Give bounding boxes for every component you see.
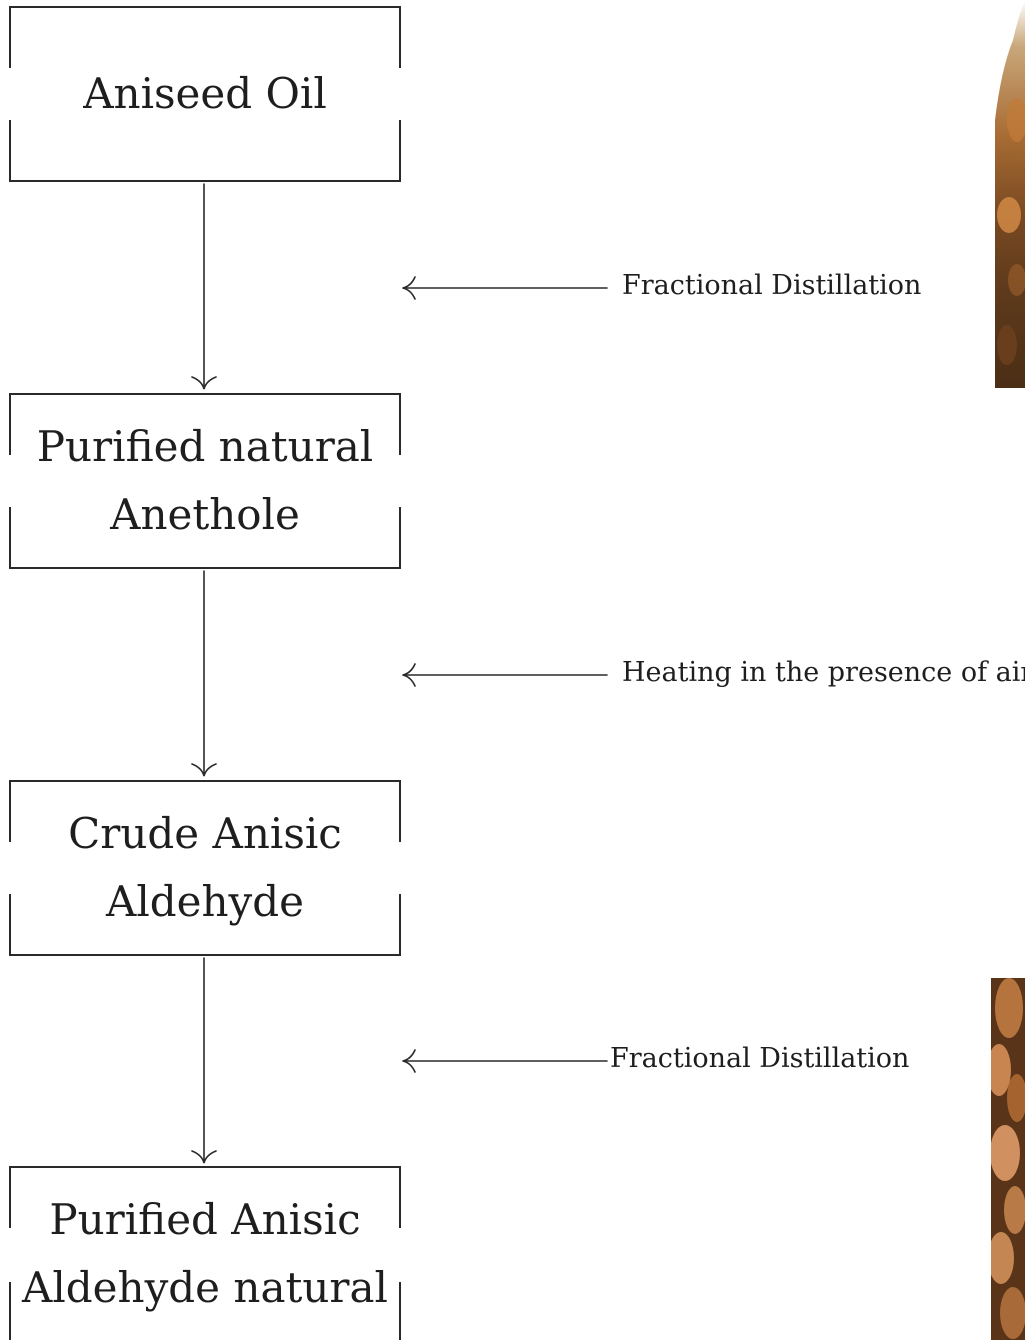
- box-label: Purified Anisic Aldehyde natural: [22, 1195, 388, 1312]
- left-arrow-1: [402, 276, 608, 300]
- box-border-top: [9, 393, 401, 455]
- box-aniseed-oil: Aniseed Oil: [9, 6, 401, 182]
- box-label: Crude Anisic Aldehyde: [68, 809, 342, 926]
- box-border-bottom: [9, 120, 401, 182]
- down-arrow-3: [191, 957, 217, 1164]
- down-arrow-2: [191, 570, 217, 777]
- box-crude-anisic-aldehyde: Crude Anisic Aldehyde: [9, 780, 401, 956]
- down-arrow-1: [191, 183, 217, 390]
- box-border-bottom: [9, 1282, 401, 1340]
- left-arrow-2: [402, 663, 608, 687]
- step-label-heating: Heating in the presence of air: [622, 657, 1025, 688]
- photo-bottom-right: [991, 978, 1025, 1340]
- box-border-bottom: [9, 894, 401, 956]
- step-label-fractional-distillation-2: Fractional Distillation: [610, 1043, 910, 1074]
- box-border-top: [9, 780, 401, 842]
- photo-top-right: [995, 0, 1025, 388]
- box-purified-anethole: Purified natural Anethole: [9, 393, 401, 569]
- box-border-top: [9, 6, 401, 68]
- box-label: Purified natural Anethole: [36, 422, 374, 539]
- left-arrow-3: [402, 1049, 608, 1073]
- box-label: Aniseed Oil: [83, 69, 327, 118]
- box-border-bottom: [9, 507, 401, 569]
- box-purified-anisic-aldehyde: Purified Anisic Aldehyde natural: [9, 1166, 401, 1340]
- step-label-fractional-distillation-1: Fractional Distillation: [622, 270, 922, 301]
- box-border-top: [9, 1166, 401, 1228]
